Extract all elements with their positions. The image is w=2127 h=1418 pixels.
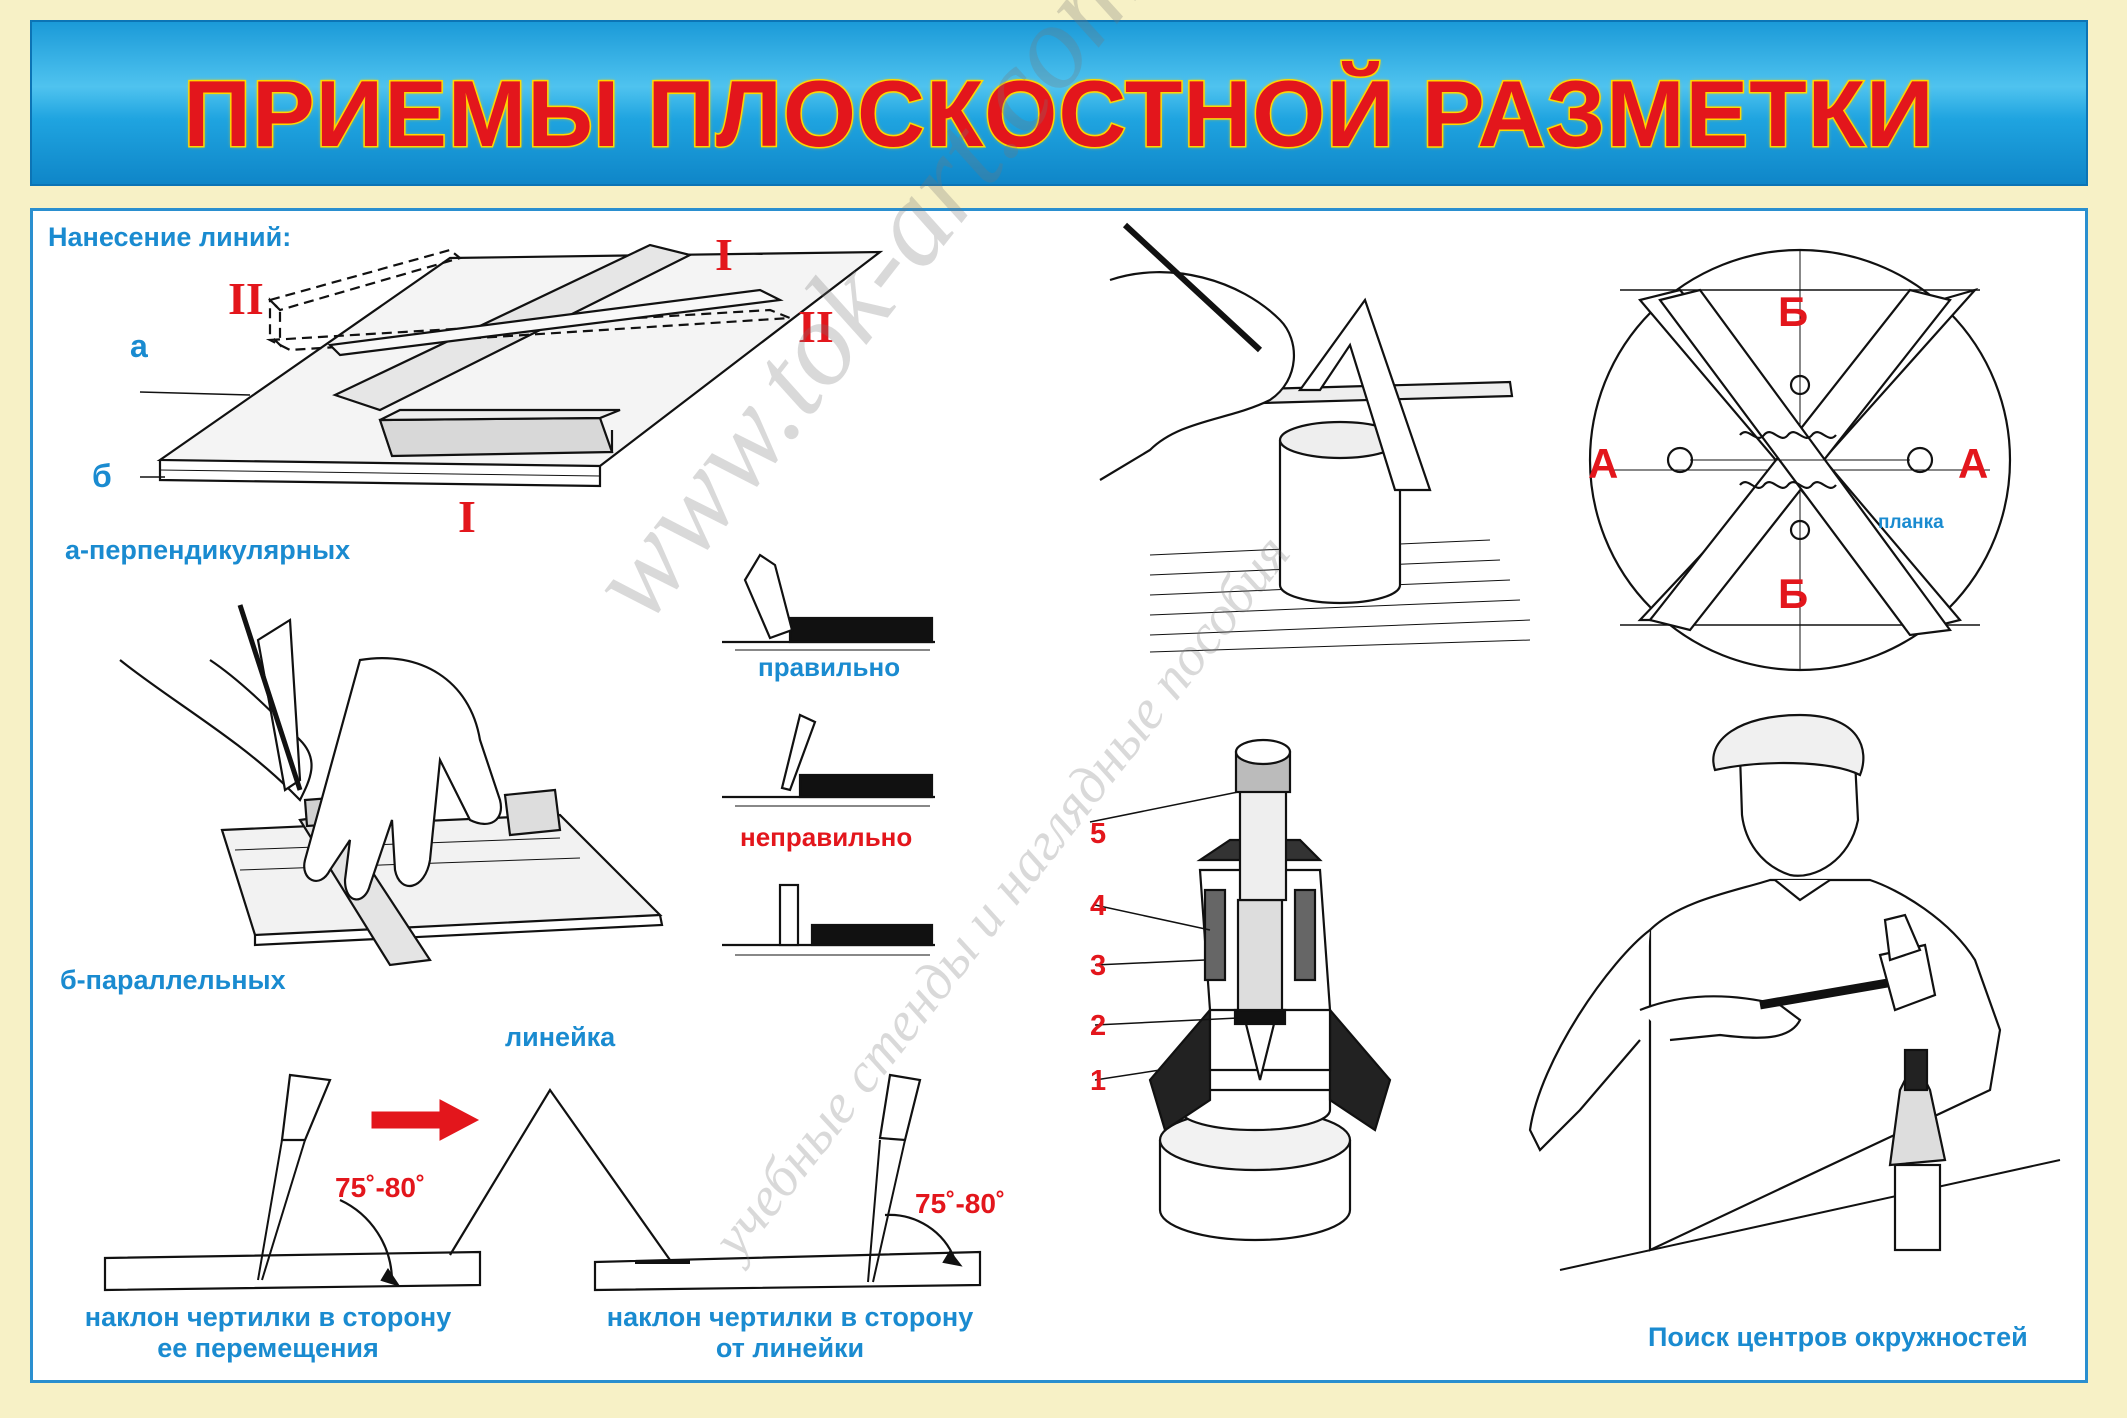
caption-centre-search: Поиск центров окружностей bbox=[1648, 1322, 2028, 1352]
caption-tilt-right-line2: от линейки bbox=[715, 1333, 865, 1363]
label-ruler: линейка bbox=[505, 1022, 616, 1052]
label-B-bottom: Б bbox=[1778, 570, 1809, 617]
caption-tilt-right-line1: наклон чертилки в сторону bbox=[606, 1302, 974, 1332]
mark-I-bottom: I bbox=[458, 491, 476, 542]
scriber-positions-illustration bbox=[722, 553, 935, 956]
mark-II-left: II bbox=[228, 273, 264, 324]
caption-tilt-left-line2: ее перемещения bbox=[157, 1333, 379, 1363]
angle-right: 75˚-80˚ bbox=[915, 1188, 1006, 1219]
worker-illustration bbox=[1528, 713, 2061, 1271]
part-4: 4 bbox=[1090, 890, 1107, 922]
centre-punch-illustration bbox=[1089, 738, 1392, 1242]
part-3: 3 bbox=[1090, 950, 1107, 982]
label-correct: правильно bbox=[758, 652, 901, 682]
part-1: 1 bbox=[1090, 1065, 1107, 1097]
mark-II-right: II bbox=[798, 301, 834, 352]
plate-with-square-illustration bbox=[139, 243, 884, 488]
mark-I-top: I bbox=[715, 229, 733, 280]
caption-perpendicular: а-перпендикулярных bbox=[65, 535, 351, 565]
angle-diagrams bbox=[103, 1073, 982, 1292]
label-b: б bbox=[92, 458, 112, 494]
label-incorrect: неправильно bbox=[740, 822, 913, 852]
cylinder-with-square-illustration bbox=[1099, 222, 1531, 653]
part-5: 5 bbox=[1090, 818, 1107, 850]
centre-finder-illustration bbox=[1588, 248, 2012, 672]
caption-tilt-left: наклон чертилки в сторону ее перемещения bbox=[58, 1302, 478, 1364]
label-A-right: А bbox=[1958, 440, 1989, 487]
part-2: 2 bbox=[1090, 1010, 1107, 1042]
label-A-left: А bbox=[1588, 440, 1619, 487]
direction-arrow-icon bbox=[371, 1099, 480, 1141]
header-banner: ПРИЕМЫ ПЛОСКОСТНОЙ РАЗМЕТКИ bbox=[30, 20, 2088, 186]
caption-tilt-right: наклон чертилки в сторону от линейки bbox=[580, 1302, 1000, 1364]
label-B-top: Б bbox=[1778, 288, 1809, 335]
caption-parallel: б-параллельных bbox=[60, 965, 286, 995]
lines-heading: Нанесение линий: bbox=[48, 222, 292, 252]
caption-tilt-left-line1: наклон чертилки в сторону bbox=[84, 1302, 452, 1332]
label-a: а bbox=[130, 328, 148, 364]
page-title: ПРИЕМЫ ПЛОСКОСТНОЙ РАЗМЕТКИ bbox=[182, 61, 1935, 166]
label-plank: планка bbox=[1878, 512, 1944, 533]
angle-left: 75˚-80˚ bbox=[335, 1172, 426, 1203]
hands-with-square-illustration bbox=[119, 604, 664, 967]
